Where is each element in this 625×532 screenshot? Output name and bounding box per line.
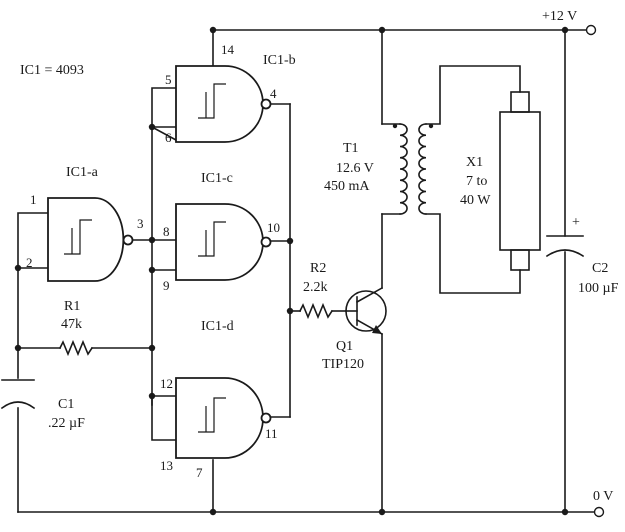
pin-6: 6: [165, 130, 172, 145]
pin-13: 13: [160, 458, 173, 473]
t1-name: T1: [343, 141, 359, 156]
capacitor-c2: [545, 235, 585, 258]
lamp-x1: [499, 91, 541, 271]
q1-value: TIP120: [322, 357, 364, 372]
pin-10: 10: [267, 220, 280, 235]
pin-11: 11: [265, 426, 278, 441]
gate-ic1-c: [175, 203, 272, 281]
gate-ic1-b: [175, 65, 272, 143]
t1-voltage: 12.6 V: [336, 161, 374, 176]
transformer-t1: [392, 123, 434, 215]
r2-value: 2.2k: [303, 280, 328, 295]
ground-terminal: [593, 506, 605, 518]
c2-name: C2: [592, 261, 608, 276]
pin-5: 5: [165, 72, 172, 87]
pin-8: 8: [163, 224, 170, 239]
wiring: [17, 29, 595, 513]
c1-name: C1: [58, 397, 74, 412]
gate-d-name: IC1-d: [201, 319, 234, 334]
q1-name: Q1: [336, 339, 353, 354]
c2-value: 100 µF: [578, 281, 619, 296]
t1-current: 450 mA: [324, 179, 370, 194]
pin-7: 7: [196, 465, 203, 480]
supply-ground-label: 0 V: [593, 489, 613, 504]
x1-name: X1: [466, 155, 483, 170]
positive-terminal: [585, 24, 597, 36]
resistor-r1: [58, 339, 94, 357]
gate-ic1-d: [175, 377, 272, 459]
junction-dots: [14, 26, 569, 516]
r1-name: R1: [64, 299, 80, 314]
pin-12: 12: [160, 376, 173, 391]
resistor-r2: [298, 302, 334, 320]
supply-positive-label: +12 V: [542, 9, 577, 24]
pin-9: 9: [163, 278, 170, 293]
pin-3: 3: [137, 216, 144, 231]
gate-c-name: IC1-c: [201, 171, 233, 186]
capacitor-c1: [0, 379, 36, 410]
ic-note: IC1 = 4093: [20, 63, 84, 78]
r2-name: R2: [310, 261, 326, 276]
c1-value: .22 µF: [48, 416, 85, 431]
gate-b-name: IC1-b: [263, 53, 296, 68]
gate-a-name: IC1-a: [66, 165, 99, 180]
x1-line2: 40 W: [460, 193, 491, 208]
pin-4: 4: [270, 86, 277, 101]
r1-value: 47k: [61, 317, 82, 332]
pin-14: 14: [221, 42, 235, 57]
pin-2: 2: [26, 255, 33, 270]
transistor-q1: [345, 286, 387, 336]
x1-line1: 7 to: [466, 174, 487, 189]
gate-ic1-a: [47, 197, 134, 282]
pin-1: 1: [30, 192, 37, 207]
c2-polarity: +: [572, 215, 580, 230]
